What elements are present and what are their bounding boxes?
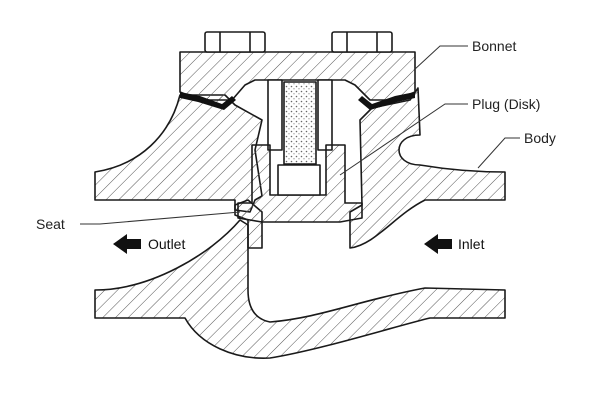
label-plug: Plug (Disk)	[472, 96, 540, 112]
outlet-arrow	[113, 234, 141, 254]
bolt-left-head	[204, 31, 266, 53]
arrow-left-icon	[424, 234, 452, 254]
label-bonnet: Bonnet	[472, 38, 516, 54]
leader-plug	[339, 103, 468, 176]
label-inlet: Inlet	[458, 236, 485, 252]
hex-bolt-icon	[331, 31, 393, 53]
plug-disk	[237, 79, 363, 223]
plug-stem	[283, 81, 317, 165]
gasket-left	[180, 92, 236, 110]
leader-lines	[80, 45, 520, 225]
label-seat: Seat	[36, 216, 65, 232]
leader-bonnet	[413, 45, 468, 71]
arrow-left-icon	[113, 234, 141, 254]
label-outlet: Outlet	[148, 236, 185, 252]
body-upper-left-wall	[94, 94, 263, 213]
guide-sleeve-right	[317, 79, 333, 151]
disk-cup-inner	[277, 164, 321, 196]
hex-bolt-icon	[204, 31, 266, 53]
inlet-arrow	[424, 234, 452, 254]
gasket-right	[358, 92, 415, 110]
bonnet	[179, 31, 416, 110]
bolt-right-head	[331, 31, 393, 53]
body-upper-right-wall	[349, 87, 506, 249]
label-body: Body	[524, 130, 556, 146]
body-lower-wall	[94, 219, 506, 359]
valve-body	[94, 87, 506, 359]
leader-body	[477, 137, 520, 169]
guide-sleeve-left	[267, 79, 283, 151]
leader-seat	[80, 211, 241, 225]
